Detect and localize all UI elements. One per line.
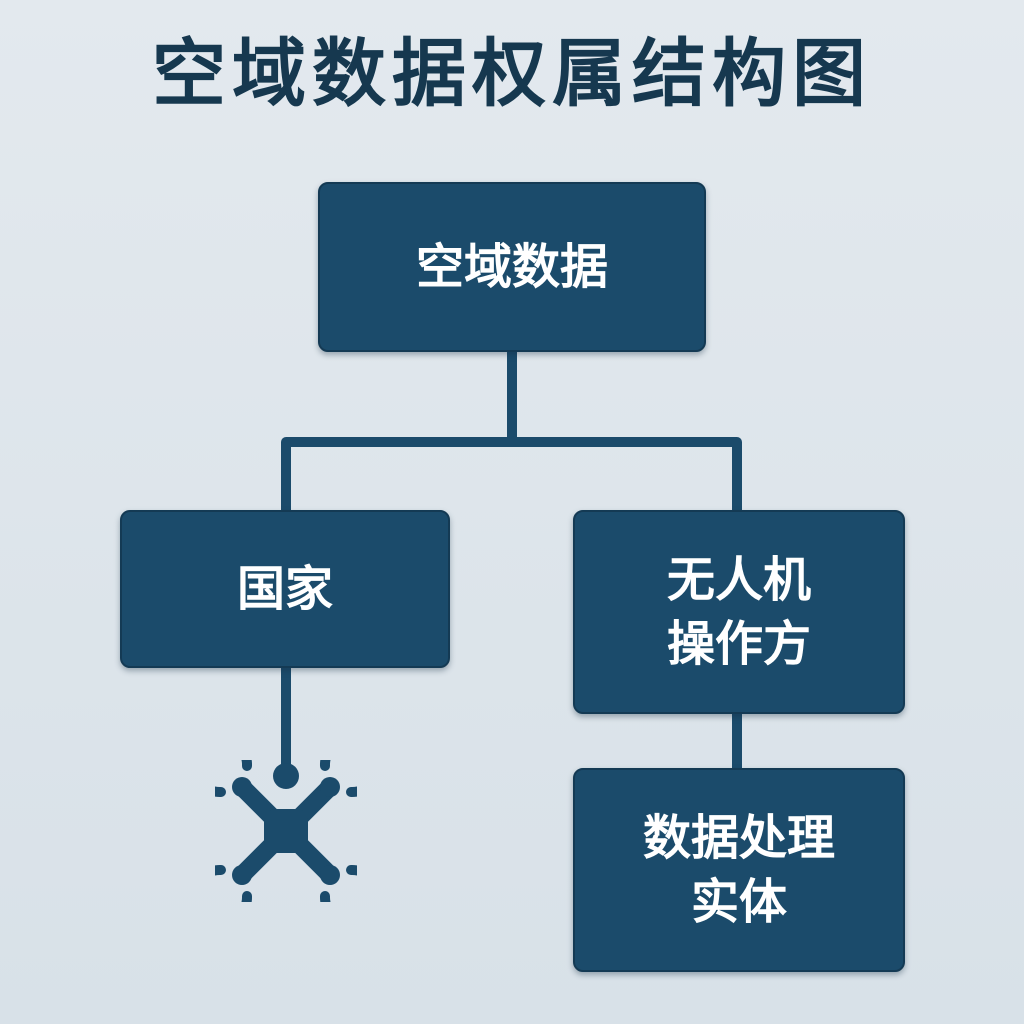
node-state-label: 国家 xyxy=(236,561,333,617)
drone-icon xyxy=(215,760,357,902)
node-data-processor: 数据处理 实体 xyxy=(573,768,905,972)
node-airspace-data: 空域数据 xyxy=(318,182,706,352)
node-data-processor-label: 数据处理 实体 xyxy=(642,810,835,930)
node-drone-operator-label: 无人机 操作方 xyxy=(666,552,811,672)
node-drone-operator: 无人机 操作方 xyxy=(573,510,905,714)
diagram-title: 空域数据权属结构图 xyxy=(152,31,872,117)
connector-branch-horizontal xyxy=(281,437,742,517)
node-state: 国家 xyxy=(120,510,450,668)
connector-end-dot xyxy=(273,763,299,789)
node-airspace-data-label: 空域数据 xyxy=(415,239,608,295)
